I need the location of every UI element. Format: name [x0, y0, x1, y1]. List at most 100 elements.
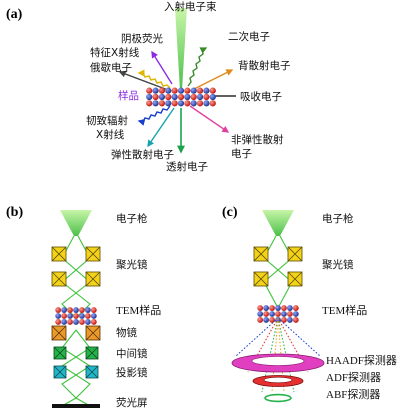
sample-atom [196, 87, 204, 94]
fluorescent-screen-b [52, 404, 100, 408]
sample-atom [84, 319, 91, 325]
label-b-screen: 荧光屏 [116, 396, 148, 409]
sample-atom [286, 311, 293, 317]
sample-atom [55, 307, 62, 313]
label-b-condenser: 聚光镜 [116, 258, 148, 271]
sample-atom [203, 87, 210, 94]
label-c-condenser: 聚光镜 [322, 258, 354, 271]
sample-atom [263, 317, 270, 323]
label-absorbed: 吸收电子 [240, 90, 282, 103]
auger-electrons-arrow [118, 70, 169, 91]
sample-atom [286, 317, 293, 323]
sample-atom [203, 100, 210, 107]
panel-c-label: (c) [222, 205, 238, 220]
label-c-tem-sample: TEM样品 [322, 303, 367, 317]
sample-atom [67, 319, 73, 325]
sample-atom [177, 87, 185, 94]
sample-atom [177, 93, 185, 101]
label-characteristic-xray: 特征X射线 [90, 46, 140, 59]
sample-atom [184, 93, 191, 101]
panel-b-label: (b) [6, 205, 23, 220]
label-b-objective: 物镜 [116, 326, 137, 339]
electron-gun-c [262, 210, 294, 236]
sample-atom [152, 93, 159, 101]
sample-atom [269, 317, 275, 323]
sample-lattice [146, 87, 216, 107]
signal-arrows [118, 47, 236, 154]
sample-atom [55, 313, 62, 319]
label-c-abf: ABF探测器 [326, 388, 380, 401]
label-c-adf: ADF探测器 [326, 371, 381, 384]
sample-atom [190, 100, 197, 107]
sample-atom [79, 319, 85, 325]
sample-atom [84, 307, 91, 313]
sample-atom [158, 87, 166, 94]
label-inelastic-2: 电子 [231, 147, 252, 160]
sample-atom [263, 311, 270, 317]
electron-gun-b [60, 210, 92, 236]
objective-lens-b [51, 325, 101, 341]
label-b-tem-sample: TEM样品 [116, 303, 161, 317]
sample-atom [90, 319, 97, 325]
sample-atom [257, 305, 264, 311]
sample-atom [184, 100, 191, 107]
sample-atom [90, 307, 97, 313]
label-cathodoluminescence: 阴极荧光 [121, 32, 163, 45]
sample-atom [165, 93, 172, 101]
bremsstrahlung-arrow [137, 105, 171, 126]
label-c-haadf: HAADF探测器 [326, 354, 397, 367]
label-inelastic-1: 非弹性散射 [231, 133, 284, 146]
sample-atom [263, 305, 270, 311]
label-bremsstrahlung-1: 韧致辐射 [86, 114, 128, 127]
sample-atom [67, 313, 73, 319]
secondary-electrons-arrow [187, 47, 208, 87]
panel-c: (c) [222, 205, 397, 403]
label-c-electron-gun: 电子枪 [322, 212, 354, 225]
label-bremsstrahlung-2: X射线 [96, 128, 125, 141]
sample-atom [61, 313, 68, 319]
tem-sample-c [257, 305, 299, 323]
sample-atom [269, 305, 275, 311]
sample-atom [177, 100, 185, 107]
sample-atom [165, 87, 172, 94]
sample-atom [292, 317, 299, 323]
sample-atom [61, 307, 68, 313]
condenser-lens-b [51, 246, 101, 287]
intermediate-lens-b [53, 346, 99, 360]
label-b-electron-gun: 电子枪 [116, 212, 148, 225]
tem-sample-b [55, 307, 97, 325]
beam-rays-c [263, 235, 293, 309]
sample-atom [84, 313, 91, 319]
sample-atom [275, 311, 281, 317]
panel-a: (a) 入射电子束 [6, 0, 291, 173]
sample-atom [209, 100, 216, 107]
label-backscattered: 背散射电子 [238, 59, 291, 72]
sample-atom [292, 305, 299, 311]
sample-atom [196, 100, 204, 107]
sample-atom [190, 87, 197, 94]
backscattered-arrow [191, 69, 234, 91]
abf-detector [264, 393, 292, 403]
sample-atom [190, 93, 197, 101]
label-b-projector: 投影镜 [116, 366, 148, 379]
label-secondary-electrons: 二次电子 [228, 30, 270, 43]
sample-atom [79, 307, 85, 313]
characteristic-xray-arrow [137, 69, 171, 89]
panel-b: (b) [6, 205, 161, 409]
sample-atom [281, 317, 287, 323]
projector-lens-b [53, 365, 99, 379]
sample-atom [275, 305, 281, 311]
elastic-scattered-arrow [147, 107, 175, 148]
sample-atom [292, 311, 299, 317]
label-auger-electrons: 俄歇电子 [90, 61, 132, 74]
sample-atom [165, 100, 172, 107]
sample-atom [158, 100, 166, 107]
adf-detector [252, 375, 304, 387]
sample-atom [79, 313, 85, 319]
sample-atom [61, 319, 68, 325]
inelastic-scattered-arrow [189, 105, 230, 133]
sample-atom [55, 319, 62, 325]
sample-atom [203, 93, 210, 101]
sample-atom [152, 87, 159, 94]
